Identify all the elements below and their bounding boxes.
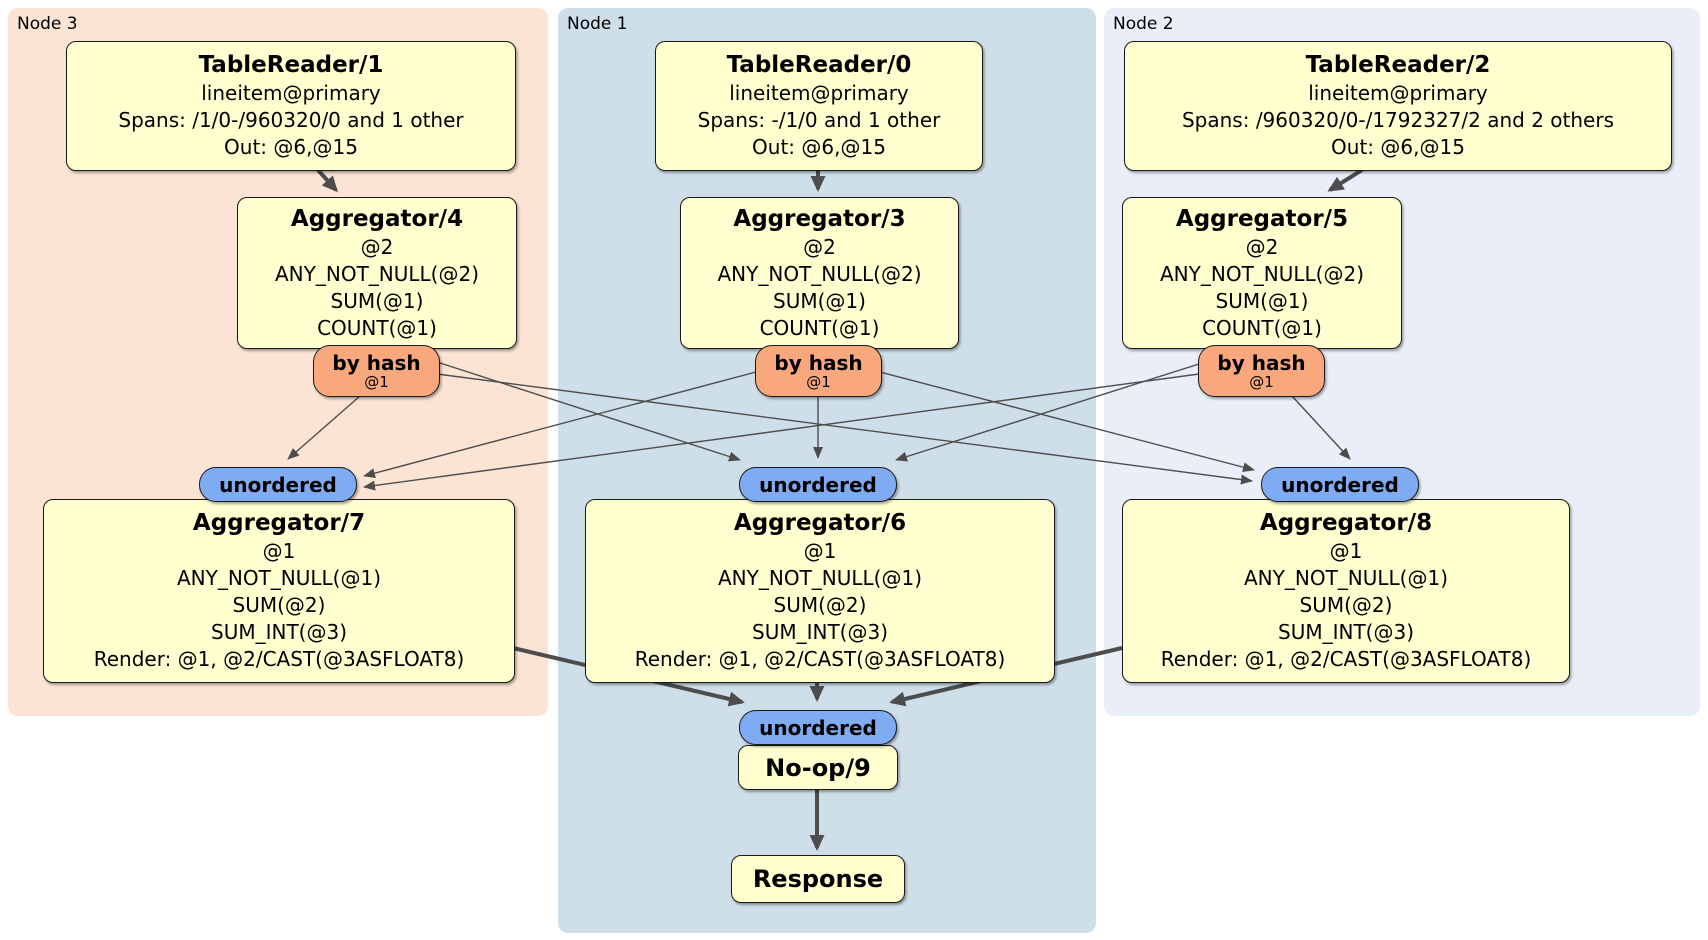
aggregator-5-fn2: SUM(@1) (1215, 288, 1309, 313)
noop-title: No-op/9 (765, 753, 871, 782)
aggregator-3-title: Aggregator/3 (733, 205, 906, 232)
node2-hash-router: by hash @1 (1198, 345, 1325, 397)
final-unordered-sync-label: unordered (759, 715, 877, 740)
noop-box: No-op/9 (738, 745, 898, 790)
aggregator-8-render: Render: @1, @2/CAST(@3ASFLOAT8) (1160, 647, 1532, 671)
aggregator-8-title: Aggregator/8 (1259, 510, 1433, 536)
aggregator-8-fn2: SUM(@2) (1299, 593, 1393, 617)
tablereader-1-spans: Spans: /1/0-/960320/0 and 1 other (118, 108, 464, 132)
node1-hash-router-columns: @1 (806, 372, 831, 391)
node3-region-label: Node 3 (17, 14, 78, 34)
aggregator-5-fn3: COUNT(@1) (1202, 315, 1322, 340)
aggregator-4-groupby: @2 (360, 234, 394, 259)
node3-hash-router: by hash @1 (313, 345, 440, 397)
tablereader-1-box: TableReader/1 lineitem@primary Spans: /1… (66, 41, 516, 171)
tablereader-2-spans: Spans: /960320/0-/1792327/2 and 2 others (1181, 108, 1614, 132)
tablereader-0-source: lineitem@primary (729, 81, 909, 105)
node1-region-label: Node 1 (567, 14, 628, 34)
aggregator-7-render: Render: @1, @2/CAST(@3ASFLOAT8) (93, 647, 465, 671)
aggregator-7-box: Aggregator/7 @1 ANY_NOT_NULL(@1) SUM(@2)… (43, 499, 515, 683)
tablereader-1-source: lineitem@primary (201, 81, 381, 105)
aggregator-3-fn3: COUNT(@1) (759, 315, 880, 340)
aggregator-6-render: Render: @1, @2/CAST(@3ASFLOAT8) (634, 647, 1006, 671)
tablereader-0-spans: Spans: -/1/0 and 1 other (697, 108, 941, 132)
tablereader-0-out: Out: @6,@15 (752, 135, 886, 159)
aggregator-6-fn1: ANY_NOT_NULL(@1) (718, 566, 922, 590)
aggregator-8-groupby: @1 (1329, 539, 1363, 563)
aggregator-3-fn2: SUM(@1) (773, 288, 866, 313)
response-box: Response (731, 855, 905, 903)
node3-unordered-sync: unordered (199, 467, 357, 502)
node2-unordered-sync: unordered (1261, 467, 1419, 502)
aggregator-8-fn1: ANY_NOT_NULL(@1) (1244, 566, 1448, 590)
aggregator-5-box: Aggregator/5 @2 ANY_NOT_NULL(@2) SUM(@1)… (1122, 197, 1402, 349)
aggregator-3-box: Aggregator/3 @2 ANY_NOT_NULL(@2) SUM(@1)… (680, 197, 959, 349)
node1-hash-router: by hash @1 (755, 345, 882, 397)
aggregator-3-fn1: ANY_NOT_NULL(@2) (717, 261, 922, 286)
aggregator-7-fn3: SUM_INT(@3) (211, 620, 347, 644)
aggregator-4-title: Aggregator/4 (290, 205, 464, 232)
node3-hash-router-columns: @1 (364, 372, 389, 391)
aggregator-7-fn2: SUM(@2) (232, 593, 326, 617)
node2-region-label: Node 2 (1113, 14, 1174, 34)
node2-hash-router-label: by hash (1217, 350, 1306, 375)
tablereader-1-title: TableReader/1 (198, 52, 384, 78)
node1-unordered-sync: unordered (739, 467, 897, 502)
aggregator-8-box: Aggregator/8 @1 ANY_NOT_NULL(@1) SUM(@2)… (1122, 499, 1570, 683)
node3-hash-router-label: by hash (332, 350, 421, 375)
aggregator-6-fn3: SUM_INT(@3) (752, 620, 888, 644)
aggregator-4-fn3: COUNT(@1) (317, 315, 437, 340)
aggregator-4-fn2: SUM(@1) (330, 288, 424, 313)
node1-unordered-sync-label: unordered (759, 472, 877, 497)
tablereader-2-out: Out: @6,@15 (1331, 135, 1465, 159)
aggregator-6-fn2: SUM(@2) (773, 593, 867, 617)
aggregator-8-fn3: SUM_INT(@3) (1278, 620, 1414, 644)
aggregator-5-fn1: ANY_NOT_NULL(@2) (1160, 261, 1364, 286)
aggregator-6-groupby: @1 (803, 539, 837, 563)
node1-hash-router-label: by hash (774, 350, 863, 375)
aggregator-3-groupby: @2 (803, 234, 836, 259)
aggregator-4-fn1: ANY_NOT_NULL(@2) (275, 261, 479, 286)
node2-unordered-sync-label: unordered (1281, 472, 1399, 497)
node3-unordered-sync-label: unordered (219, 472, 337, 497)
aggregator-7-fn1: ANY_NOT_NULL(@1) (177, 566, 381, 590)
node2-hash-router-columns: @1 (1249, 372, 1274, 391)
tablereader-2-title: TableReader/2 (1305, 52, 1491, 78)
tablereader-2-source: lineitem@primary (1308, 81, 1488, 105)
response-title: Response (752, 865, 884, 893)
tablereader-1-out: Out: @6,@15 (224, 135, 358, 159)
aggregator-5-groupby: @2 (1245, 234, 1279, 259)
aggregator-6-title: Aggregator/6 (733, 510, 907, 536)
final-unordered-sync: unordered (739, 710, 897, 745)
aggregator-4-box: Aggregator/4 @2 ANY_NOT_NULL(@2) SUM(@1)… (237, 197, 517, 349)
aggregator-7-groupby: @1 (262, 539, 296, 563)
tablereader-2-box: TableReader/2 lineitem@primary Spans: /9… (1124, 41, 1672, 171)
aggregator-7-title: Aggregator/7 (192, 510, 366, 536)
aggregator-6-box: Aggregator/6 @1 ANY_NOT_NULL(@1) SUM(@2)… (585, 499, 1055, 683)
tablereader-0-title: TableReader/0 (726, 52, 912, 78)
tablereader-0-box: TableReader/0 lineitem@primary Spans: -/… (655, 41, 983, 171)
aggregator-5-title: Aggregator/5 (1175, 205, 1349, 232)
